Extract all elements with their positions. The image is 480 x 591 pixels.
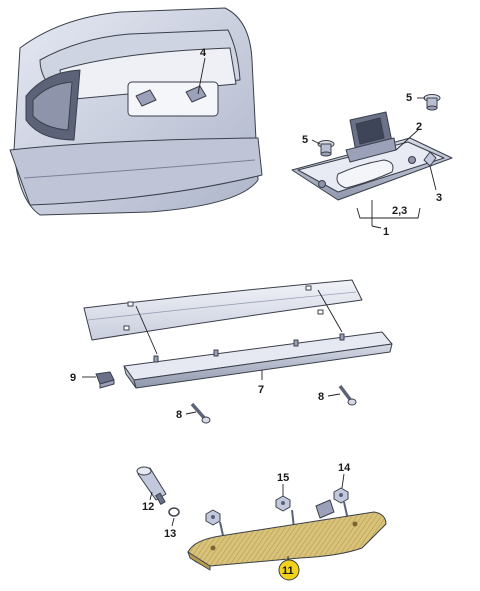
nut-left [205,509,221,526]
clip-9 [95,371,115,389]
screw-5-right [423,94,441,111]
number-plate-bar [123,331,393,389]
callout-8a: 8 [176,409,182,421]
callout-7: 7 [258,384,264,396]
brake-light-11 [187,499,387,571]
seal-13 [168,507,180,517]
nut-14 [333,487,349,504]
nut-15 [275,495,291,512]
callout-14: 14 [338,462,351,474]
callout-5a: 5 [302,134,308,146]
callout-3: 3 [436,192,442,204]
callout-2-3: 2,3 [392,205,407,217]
callout-1: 1 [383,226,389,238]
leader-4 [197,57,206,95]
car-rear-illustration [9,7,263,216]
callout-11: 11 [282,565,294,577]
callout-9: 9 [70,372,76,384]
callout-11-badge [278,559,300,581]
trim-strip [83,279,363,341]
screw-8-right [338,384,357,406]
screw-5-left [317,140,335,157]
bulb-holder-12 [136,466,167,505]
callout-5b: 5 [406,92,412,104]
callout-2: 2 [416,121,422,133]
callout-12: 12 [142,501,154,513]
callout-4: 4 [200,47,207,59]
plate-light-assembly [291,111,453,201]
callout-15: 15 [277,472,289,484]
callout-8b: 8 [318,391,324,403]
callout-13: 13 [164,528,176,540]
screw-8-left [190,402,211,424]
